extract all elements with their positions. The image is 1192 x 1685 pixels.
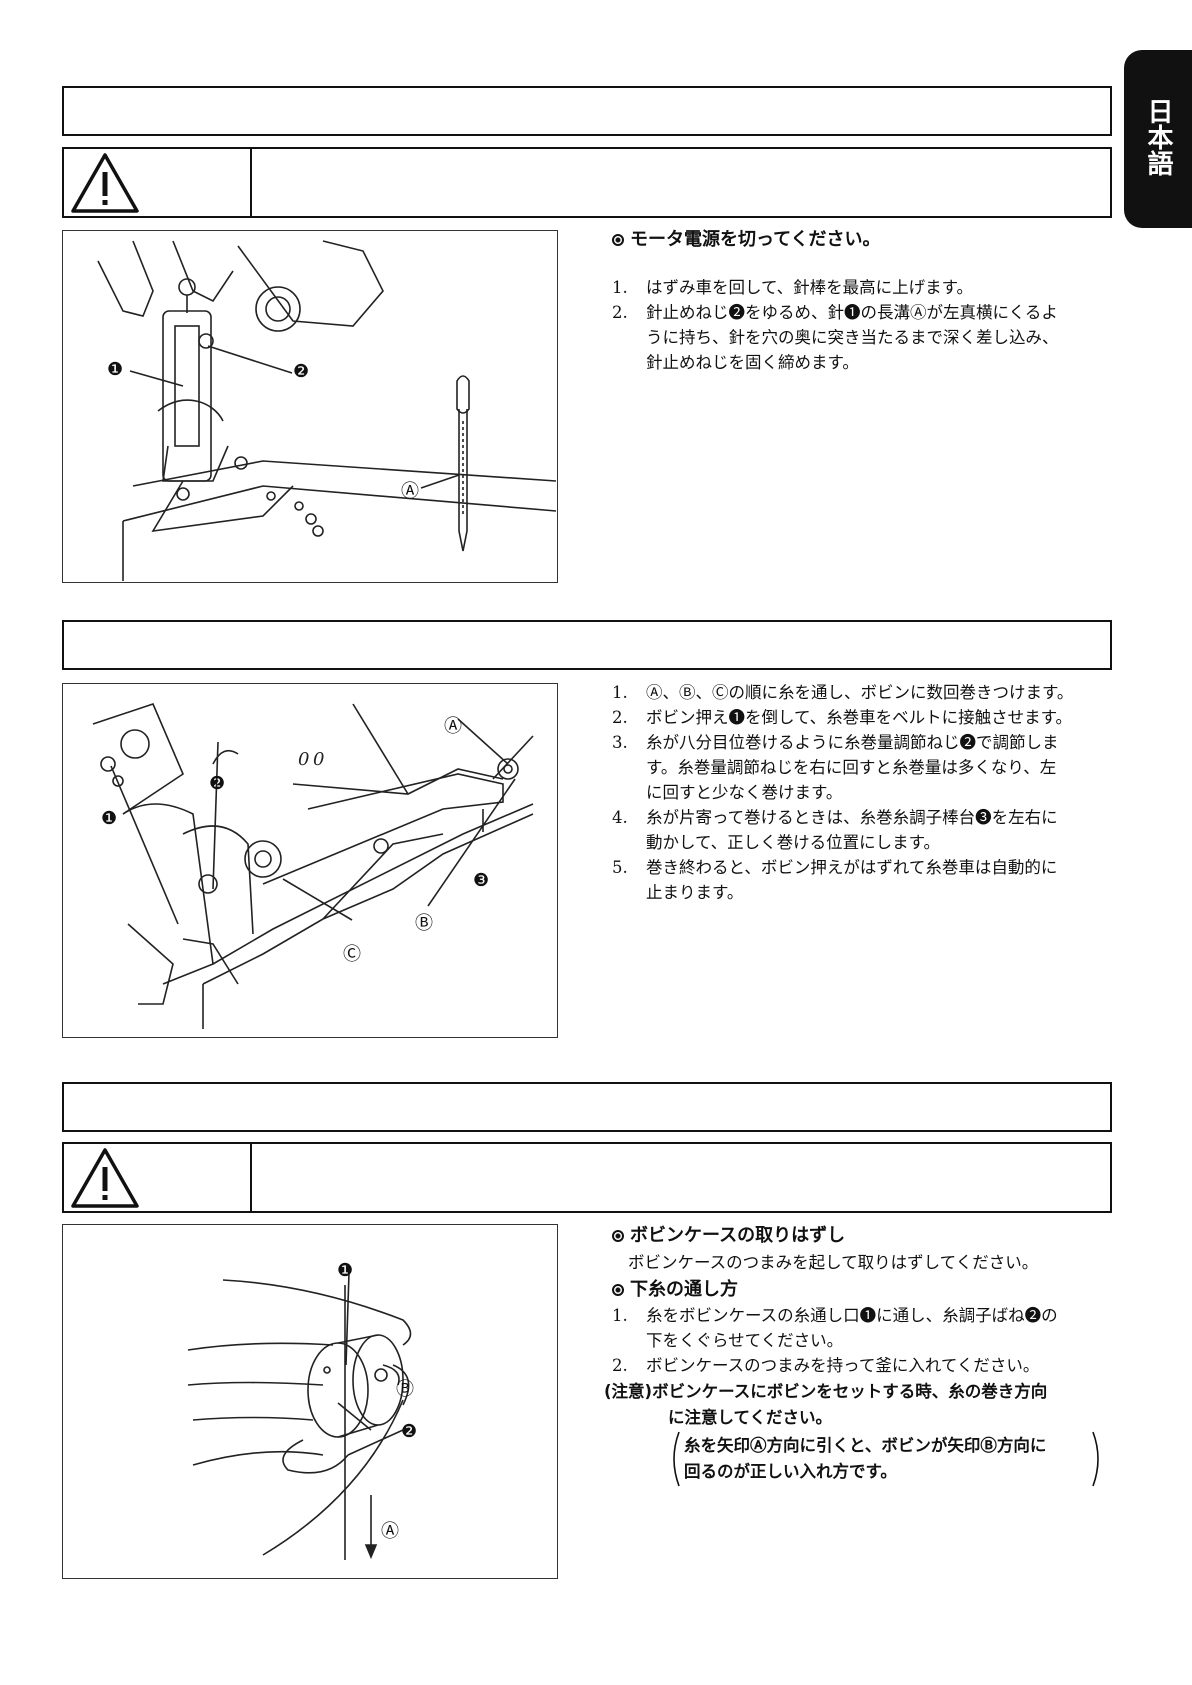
step-item: 5.巻き終わると、ボビン押えがはずれて糸巻車は自動的に — [612, 858, 1058, 877]
warning-icon-cell — [64, 1144, 252, 1211]
step-item: 4.糸が片寄って巻けるときは、糸巻糸調子棒台❸を左右に — [612, 808, 1058, 827]
section3-heading2: 下糸の通し方 — [612, 1276, 738, 1303]
section3-heading1: ボビンケースの取りはずし — [612, 1222, 845, 1249]
svg-text:0: 0 — [313, 749, 324, 770]
section2-header-box — [62, 620, 1112, 670]
warning-icon — [71, 153, 139, 213]
section3-warning-box — [62, 1142, 1112, 1213]
step-item: 3.糸が八分目位巻けるように糸巻量調節ねじ❷で調節しま — [612, 733, 1059, 752]
warning-icon-cell — [64, 149, 252, 216]
figure1-label-a: Ⓐ — [401, 481, 419, 502]
bobbin-winder-figure: 0 0 Ⓐ ❷ ❶ ❸ Ⓑ Ⓒ — [62, 683, 558, 1038]
step-continuation: うに持ち、針を穴の奥に突き当たるまで深く差し込み、 — [646, 328, 1059, 347]
step-continuation: 針止めねじを固く締めます。 — [646, 353, 859, 372]
figure1-label-1: ❶ — [107, 359, 124, 380]
step-continuation: 動かして、正しく巻ける位置にします。 — [646, 833, 941, 852]
figure2-label-2: ❷ — [209, 773, 226, 794]
warning-icon — [71, 1148, 139, 1208]
step-item: 1.はずみ車を回して、針棒を最高に上げます。 — [612, 278, 974, 297]
step-continuation: 止まります。 — [646, 883, 744, 902]
figure2-label-b: Ⓑ — [415, 913, 433, 934]
section3-note-paren1: 糸を矢印Ⓐ方向に引くと、ボビンが矢印Ⓑ方向に — [684, 1436, 1047, 1455]
step-item: 2.ボビンケースのつまみを持って釜に入れてください。 — [612, 1356, 1040, 1375]
figure1-label-2: ❷ — [293, 361, 310, 382]
step-item: 2.針止めねじ❷をゆるめ、針❶の長溝Ⓐが左真横にくるよ — [612, 303, 1058, 322]
section1-header-box — [62, 86, 1112, 136]
step-item: 1.糸をボビンケースの糸通し口❶に通し、糸調子ばね❷の — [612, 1306, 1058, 1325]
step-continuation: す。糸巻量調節ねじを右に回すと糸巻量は多くなり、左 — [646, 758, 1057, 777]
language-tab-label: 日本語 — [1143, 98, 1173, 176]
language-tab — [1124, 50, 1192, 228]
figure3-label-1: ❶ — [337, 1260, 354, 1281]
bullet-icon — [612, 234, 624, 246]
note-open-paren — [673, 1431, 680, 1487]
bullet-icon — [612, 1230, 624, 1242]
needle-figure: ❶ ❷ Ⓐ — [62, 230, 558, 583]
svg-text:0: 0 — [298, 749, 309, 770]
figure2-label-1: ❶ — [101, 808, 118, 829]
section2-steps: 1.Ⓐ、Ⓑ、Ⓒの順に糸を通し、ボビンに数回巻きつけます。 2.ボビン押え❶を倒し… — [612, 680, 1122, 905]
step-item: 2.ボビン押え❶を倒して、糸巻車をベルトに接触させます。 — [612, 708, 1073, 727]
section3-note-line2: に注意してください。 — [668, 1408, 833, 1427]
step-continuation: 下をくぐらせてください。 — [646, 1331, 844, 1350]
bobbin-case-figure: ❶ Ⓑ ❷ Ⓐ — [62, 1224, 558, 1579]
bobbin-winder-illustration: 0 0 — [92, 703, 534, 1029]
bobbin-case-illustration — [187, 1272, 412, 1560]
needle-illustration — [97, 240, 557, 581]
section1-steps: 1.はずみ車を回して、針棒を最高に上げます。 2.針止めねじ❷をゆるめ、針❶の長… — [612, 275, 1112, 375]
section3-note-line1: (注意)ボビンケースにボビンをセットする時、糸の巻き方向 — [604, 1382, 1048, 1401]
section1-heading: モータ電源を切ってください。 — [612, 226, 881, 253]
section3-note-paren2: 回るのが正しい入れ方です。 — [684, 1462, 897, 1481]
section3-header-box — [62, 1082, 1112, 1132]
figure3-label-a: Ⓐ — [381, 1521, 399, 1542]
figure3-label-b: Ⓑ — [396, 1379, 414, 1400]
step-item: 1.Ⓐ、Ⓑ、Ⓒの順に糸を通し、ボビンに数回巻きつけます。 — [612, 683, 1074, 702]
figure2-label-c: Ⓒ — [343, 944, 361, 965]
note-close-paren — [1092, 1431, 1099, 1487]
section3-text1: ボビンケースのつまみを起して取りはずしてください。 — [628, 1253, 1039, 1272]
figure2-label-3: ❸ — [473, 870, 490, 891]
section3-steps: 1.糸をボビンケースの糸通し口❶に通し、糸調子ばね❷の 下をくぐらせてください。… — [612, 1303, 1122, 1378]
step-continuation: に回すと少なく巻けます。 — [646, 783, 843, 802]
bullet-icon — [612, 1284, 624, 1296]
figure3-label-2: ❷ — [401, 1421, 418, 1442]
section1-warning-box — [62, 147, 1112, 218]
figure2-label-a: Ⓐ — [444, 716, 462, 737]
